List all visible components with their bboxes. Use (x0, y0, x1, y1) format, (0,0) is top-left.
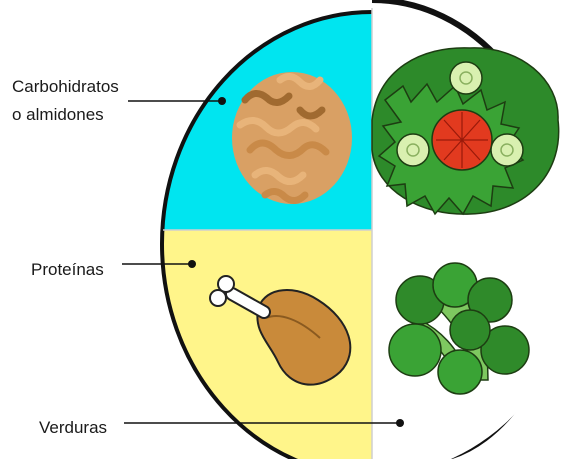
salad-icon (372, 48, 559, 214)
pasta-icon (232, 72, 352, 204)
label-proteinas: Proteínas (31, 259, 104, 281)
label-almidones: o almidones (12, 104, 104, 126)
label-verduras: Verduras (39, 417, 107, 439)
callout-dot-verduras (396, 419, 404, 427)
callout-dot-proteinas (188, 260, 196, 268)
label-carbohidratos: Carbohidratos (12, 76, 119, 98)
callout-dot-carbohidratos (218, 97, 226, 105)
